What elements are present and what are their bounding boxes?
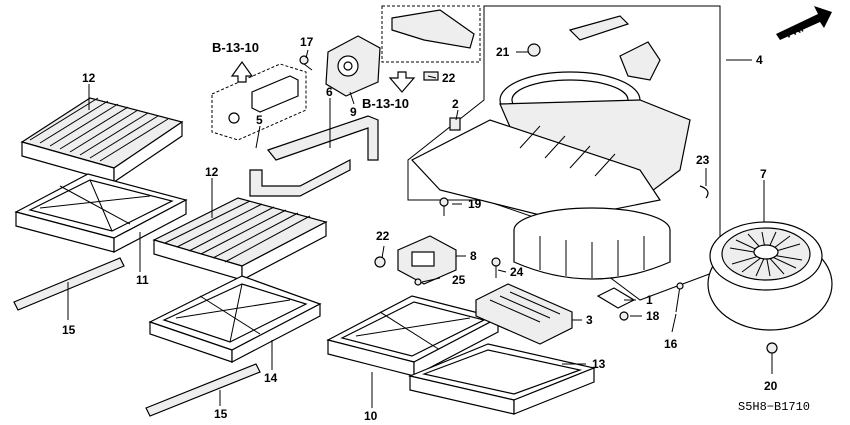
callout-22b: 22 — [376, 229, 390, 243]
callout-14: 14 — [264, 371, 278, 385]
callout-7: 7 — [760, 167, 767, 181]
callout-21: 21 — [496, 45, 510, 59]
callout-12b: 12 — [205, 165, 219, 179]
control-unit-8 — [397, 235, 457, 285]
callout-24: 24 — [510, 265, 524, 279]
callout-15a: 15 — [62, 323, 76, 337]
resistor — [475, 283, 573, 345]
callout-11: 11 — [136, 273, 149, 287]
callout-3: 3 — [586, 313, 593, 327]
seal-strip-left — [13, 257, 125, 311]
section-ref-upper: B-13-10 — [212, 40, 259, 55]
duct-seal-5-6 — [249, 115, 379, 197]
callout-labels: 1 2 3 4 5 6 7 8 9 10 11 12 12 13 14 15 1… — [62, 35, 778, 423]
callout-22a: 22 — [442, 71, 456, 85]
callout-20: 20 — [764, 379, 778, 393]
seal-strip-middle — [145, 363, 261, 417]
leader-lines — [67, 49, 773, 408]
callout-15b: 15 — [214, 407, 228, 421]
cabin-filter-upper-left — [20, 97, 184, 184]
callout-25: 25 — [452, 273, 466, 287]
callout-16: 16 — [664, 337, 678, 351]
filter-frame-middle — [148, 275, 322, 363]
filter-frame-13 — [408, 343, 597, 415]
actuator-motor — [325, 35, 381, 97]
callout-10: 10 — [364, 409, 378, 423]
blower-housing — [407, 5, 721, 301]
filter-frame-left — [14, 173, 188, 253]
callout-17: 17 — [300, 35, 314, 49]
callout-18: 18 — [646, 309, 660, 323]
fasteners — [299, 43, 778, 366]
bracket-inset-top — [381, 5, 481, 63]
callout-2: 2 — [452, 97, 459, 111]
section-arrows — [230, 60, 416, 93]
callout-6: 6 — [326, 85, 333, 99]
bracket-inset-left — [211, 63, 307, 141]
callout-1: 1 — [646, 293, 653, 307]
callout-5: 5 — [256, 113, 263, 127]
callout-19: 19 — [468, 197, 482, 211]
callout-9: 9 — [350, 105, 357, 119]
callout-23: 23 — [696, 153, 710, 167]
blower-motor — [707, 221, 833, 331]
section-ref-lower: B-13-10 — [362, 96, 409, 111]
callout-12a: 12 — [82, 71, 96, 85]
fr-arrow — [776, 6, 832, 40]
callout-4: 4 — [756, 53, 763, 67]
callout-13: 13 — [592, 357, 606, 371]
reference-code: S5H8−B1710 — [738, 400, 810, 414]
callout-8: 8 — [470, 249, 477, 263]
